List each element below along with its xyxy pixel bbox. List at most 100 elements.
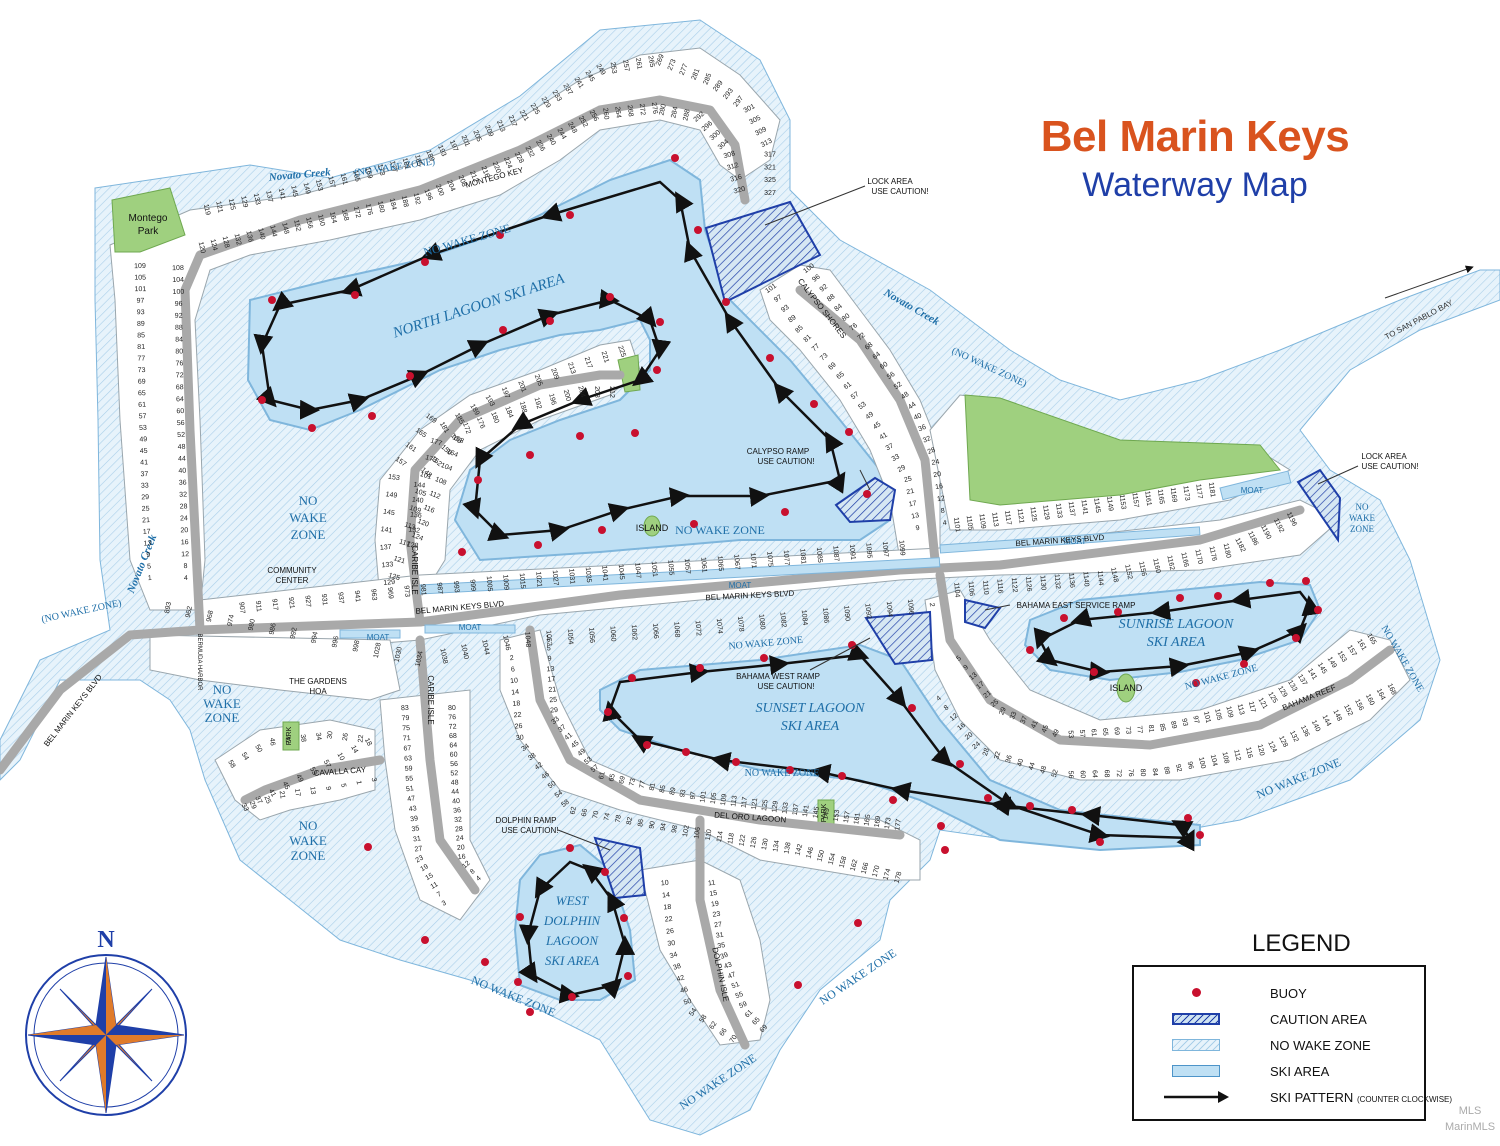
lot-number: 3	[370, 777, 378, 782]
lot-number: 162	[850, 859, 860, 872]
lot-number: 265	[646, 55, 655, 68]
lot-number: 201	[516, 380, 527, 394]
lot-number: 125	[761, 799, 770, 812]
lot-number: 1110	[981, 580, 989, 595]
lot-number: 116	[422, 504, 435, 515]
lot-number: 97	[690, 791, 698, 800]
lot-number: 240	[545, 133, 557, 147]
lot-number: 1078	[736, 616, 745, 632]
lot-number: 29	[550, 707, 558, 715]
lot-number: 1	[148, 575, 152, 582]
lot-number: 14	[349, 744, 359, 754]
lot-number: 917	[270, 598, 278, 610]
lot-number: 33	[240, 803, 250, 813]
lot-number: 204	[445, 179, 456, 193]
lot-number: 121	[393, 555, 406, 565]
lot-number: 48	[900, 391, 910, 401]
lot-number: 1047	[633, 562, 641, 578]
lot-number: 34	[314, 732, 322, 741]
lot-number: 189	[424, 149, 435, 163]
lot-number: 1176	[1208, 546, 1218, 562]
compass-rose: N	[25, 927, 187, 1116]
lot-number: 38	[672, 963, 682, 972]
lot-number: 46	[268, 738, 276, 747]
lot-number: 133	[252, 193, 261, 206]
lot-number: 60	[450, 751, 458, 758]
island-label-sunrise: ISLAND	[1110, 683, 1143, 693]
lot-number: 36	[917, 424, 927, 433]
lot-number: 61	[138, 402, 146, 409]
no-wake-zone-icon	[1172, 1039, 1220, 1051]
lot-number: 969	[386, 587, 394, 599]
lot-number: 92	[1174, 764, 1183, 773]
lot-number: 205	[533, 374, 544, 388]
lot-number: 12	[937, 495, 946, 503]
lot-number: 33	[550, 716, 561, 726]
lot-number: 30	[327, 731, 335, 740]
lot-number: 113	[1236, 703, 1245, 716]
lot-number: 14	[511, 689, 520, 697]
lot-number: 197	[500, 386, 511, 400]
ski-patterns	[262, 180, 1310, 995]
no-wake-stack-3c: ZONE	[291, 848, 326, 863]
lot-number: 64	[176, 396, 184, 403]
lot-number: 1066	[651, 623, 659, 639]
lot-number: 5	[147, 563, 151, 570]
lot-number: 1132	[1053, 574, 1061, 590]
lot-number: 89	[787, 314, 797, 324]
lot-number: 1031	[567, 568, 575, 584]
lot-number: 157	[843, 811, 852, 824]
lot-number: 45	[872, 421, 883, 431]
lot-number: 119	[202, 204, 211, 216]
lot-number: 97	[773, 294, 783, 304]
lot-number: 941	[353, 590, 361, 602]
lot-number: 67	[403, 745, 411, 752]
title-line-1: Bel Marin Keys	[1040, 112, 1350, 161]
lot-number: 170	[872, 865, 882, 878]
sunset-label-2: SKI AREA	[781, 719, 840, 734]
gardens-land	[149, 634, 401, 701]
lot-number: 217	[507, 114, 518, 128]
lot-number: 25	[549, 697, 557, 705]
lot-number: 27	[414, 845, 423, 853]
lot-number: 4	[942, 520, 947, 528]
lot-number: 65	[138, 390, 146, 397]
lot-number: 1055	[666, 560, 674, 576]
lot-number: 101	[699, 791, 708, 804]
sunrise-label-2: SKI AREA	[1147, 635, 1206, 650]
lot-number: 164	[445, 448, 459, 459]
lot-number: 53	[308, 766, 318, 776]
lot-number: 1181	[1207, 482, 1216, 498]
compass-north-label: N	[97, 927, 115, 953]
lot-number: 37	[140, 471, 148, 478]
lot-number: 184	[503, 406, 514, 420]
lot-number: 76	[1127, 769, 1134, 777]
no-wake-stack-4b: WAKE	[1349, 513, 1375, 523]
no-wake-stack-4a: NO	[1356, 502, 1369, 512]
lot-number: 125	[227, 198, 236, 211]
lot-number: 12	[181, 551, 189, 558]
lot-number: 56	[1067, 771, 1074, 779]
lot-number: 165	[863, 814, 872, 827]
lot-number: 71	[403, 735, 411, 742]
lot-number: 97	[1191, 715, 1200, 724]
lot-number: 144	[1321, 714, 1332, 728]
lot-number: 146	[805, 846, 815, 859]
lot-number: 1034	[415, 650, 425, 667]
dolphin-land	[639, 859, 771, 1046]
lot-number: 45	[140, 448, 148, 455]
lot-number: 1104	[952, 582, 960, 598]
ski-pattern-label: SKI PATTERN	[1270, 1090, 1354, 1105]
lot-number: 120	[197, 241, 206, 254]
lot-number: 26	[514, 723, 523, 731]
lot-number: 181	[401, 157, 411, 170]
lot-number: 45	[1041, 724, 1050, 734]
lot-number: 148	[1331, 709, 1342, 723]
lot-number: 16	[181, 539, 189, 546]
lot-number: 52	[177, 432, 185, 439]
lot-number: 1173	[1181, 485, 1190, 501]
lot-number: 1085	[815, 547, 823, 563]
lot-number: 20	[180, 527, 188, 534]
lot-number: 308	[723, 150, 736, 160]
lot-number: 109	[134, 263, 146, 270]
